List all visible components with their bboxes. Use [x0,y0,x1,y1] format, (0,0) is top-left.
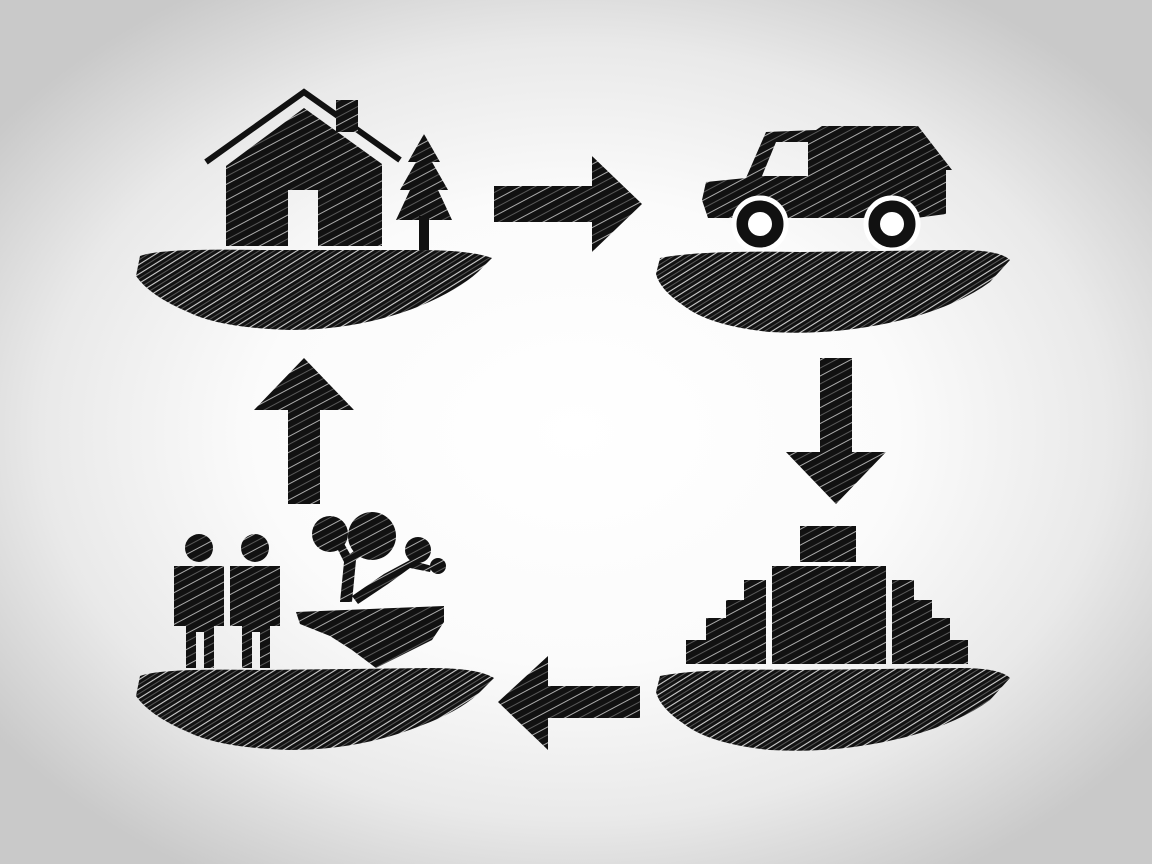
house-chimney [336,100,358,132]
ground-bottom-left [136,668,494,750]
stacked-boxes-icon [686,526,968,664]
truck-body [702,126,952,218]
floating-island [296,606,444,668]
house-body [226,108,382,246]
pickup-truck-icon [702,126,952,253]
people-icon [174,534,280,668]
arrow-up [254,358,354,504]
arrow-down [786,358,886,504]
stage-house [136,88,492,330]
ground-bottom-right [656,668,1010,751]
house-roof [204,88,402,165]
tree-icon [296,512,446,668]
stage-truck [656,126,1010,333]
arrow-right [494,156,642,252]
stage-people [136,512,494,750]
pine-tree-icon [396,134,452,250]
ground-top-left [136,249,492,330]
arrow-left [498,656,640,750]
house-icon [204,88,402,246]
ground-top-right [656,250,1010,333]
stage-boxes [656,526,1010,751]
